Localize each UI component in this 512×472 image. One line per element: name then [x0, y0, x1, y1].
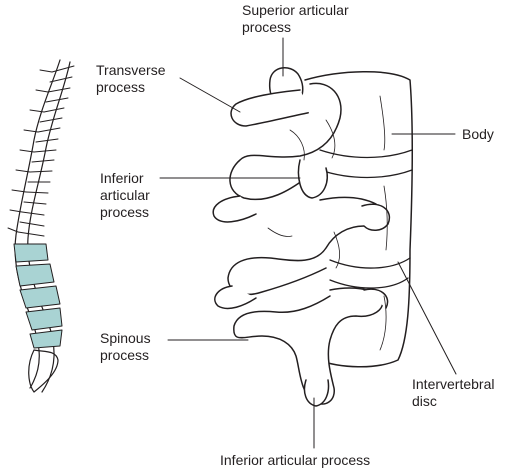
lumbar-vertebrae-detail	[212, 67, 414, 407]
label-inferior-articular-process: Inferior articular process	[100, 170, 150, 220]
lower-transverse	[363, 288, 389, 309]
transverse-process-shape	[230, 89, 313, 127]
leader-lines	[159, 37, 457, 449]
leader-transverse	[179, 77, 241, 113]
label-transverse-process: Transverse process	[96, 62, 166, 95]
label-intervertebral-disc: Intervertebral disc	[412, 376, 495, 409]
disc-lower	[329, 257, 411, 269]
lumbar-region-highlight	[13, 243, 63, 349]
disc-upper-b	[319, 169, 413, 179]
spine-overview	[7, 59, 75, 393]
disc-lower-b	[329, 277, 409, 289]
label-spinous-process: Spinous process	[100, 330, 151, 363]
shading-strokes	[267, 95, 388, 351]
inferior-articular-lower	[303, 379, 330, 407]
spinous-upper	[212, 195, 257, 223]
upper-lamina	[229, 82, 342, 201]
leader-intervertebral	[397, 261, 457, 375]
sacrum-outline	[28, 349, 59, 393]
middle-transverse	[361, 203, 391, 231]
label-superior-articular-process: Superior articular process	[242, 2, 349, 35]
label-body: Body	[462, 126, 494, 142]
inferior-articular-upper	[297, 159, 328, 199]
spinous-middle	[214, 285, 257, 310]
label-inferior-articular-process-bottom: Inferior articular process	[220, 452, 371, 468]
spine-upper-segments	[7, 65, 75, 237]
disc-upper	[319, 149, 413, 159]
